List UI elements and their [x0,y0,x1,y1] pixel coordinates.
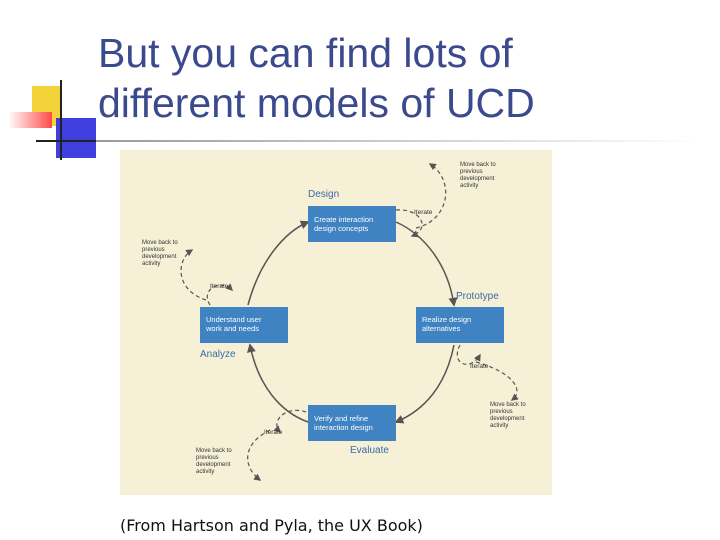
svg-text:development: development [142,254,177,260]
arc-analyze-to-design [247,220,310,306]
phase-label-design: Design [308,189,339,200]
svg-text:development: development [490,416,525,422]
iterate-loops [180,163,519,481]
box-evaluate-line-2: interaction design [314,423,373,432]
title-line-1: But you can find lots of [98,30,513,76]
svg-text:previous: previous [490,409,513,415]
box-design [308,206,396,242]
svg-text:Move back to: Move back to [490,402,526,408]
loop-evaluate-moveback [247,429,271,481]
svg-text:activity: activity [490,423,508,429]
box-evaluate-line-1: Verify and refine [314,414,368,423]
svg-text:activity: activity [142,261,160,267]
iterate-label-evaluate: Iterate [264,429,283,436]
box-analyze [200,307,288,343]
loop-prototype-moveback [475,361,519,401]
loop-design-iterate [395,209,423,238]
loop-design-moveback [415,163,447,229]
arc-prototype-to-evaluate [394,344,455,424]
box-prototype-line-1: Realize design [422,315,471,324]
iterate-label-analyze: Iterate [210,283,229,290]
title-line-2: different models of UCD [98,80,535,126]
svg-text:Move back to: Move back to [196,448,232,454]
figure-caption: (From Hartson and Pyla, the UX Book) [120,516,423,535]
ucd-cycle-diagram: Create interaction design concepts Reali… [120,150,552,495]
loop-analyze-iterate [206,283,234,306]
box-evaluate [308,405,396,441]
svg-text:previous: previous [196,455,219,461]
box-design-line-1: Create interaction [314,215,373,224]
slide-title: But you can find lots of different model… [98,28,698,128]
phase-label-evaluate: Evaluate [350,445,389,456]
decor-vertical-line [60,80,62,160]
box-design-line-2: design concepts [314,224,368,233]
box-prototype-line-2: alternatives [422,324,461,333]
svg-text:Move back to: Move back to [142,240,178,246]
box-prototype [416,307,504,343]
svg-text:Move back to: Move back to [460,162,496,168]
decor-red-bar [8,112,52,128]
loop-analyze-moveback [180,249,207,301]
cycle-arrows [247,220,458,424]
arc-design-to-prototype [395,221,458,307]
box-analyze-line-1: Understand user [206,315,262,324]
box-analyze-line-2: work and needs [205,324,259,333]
phase-label-prototype: Prototype [456,291,499,302]
svg-text:activity: activity [196,469,214,475]
svg-text:development: development [196,462,231,468]
decor-title-underline [96,140,700,142]
moveback-label-top-right: Move back to previous development activi… [460,162,496,189]
loop-prototype-iterate [456,344,481,365]
iterate-label-design: Iterate [414,209,433,216]
svg-text:previous: previous [142,247,165,253]
phase-label-analyze: Analyze [200,349,236,360]
svg-text:previous: previous [460,169,483,175]
decor-blue-square [56,118,96,158]
moveback-label-bottom-left: Move back to previous development activi… [196,448,232,475]
svg-text:development: development [460,176,495,182]
moveback-label-left: Move back to previous development activi… [142,240,178,267]
arc-evaluate-to-analyze [247,343,309,423]
moveback-label-right: Move back to previous development activi… [490,402,526,429]
svg-text:activity: activity [460,183,478,189]
iterate-label-prototype: Iterate [470,363,489,370]
decor-horizontal-line [36,140,98,142]
